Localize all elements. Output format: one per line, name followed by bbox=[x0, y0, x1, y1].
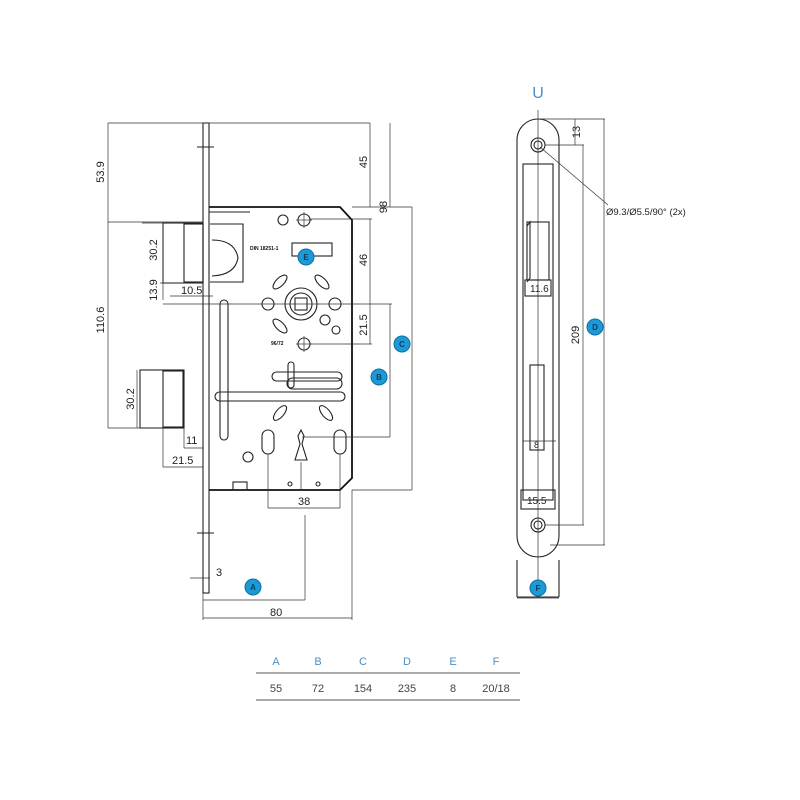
dim-38: 38 bbox=[298, 496, 310, 508]
lock-body bbox=[209, 206, 353, 491]
dim-45: 45 bbox=[358, 156, 370, 168]
dim-13-9: 13.9 bbox=[148, 279, 160, 300]
marker-b: B bbox=[370, 368, 388, 386]
dim-21-5-right: 21.5 bbox=[358, 314, 370, 335]
marker-f: F bbox=[529, 579, 547, 597]
dim-11: 11 bbox=[186, 435, 197, 447]
table-header-e: E bbox=[449, 656, 456, 668]
svg-text:B: B bbox=[376, 373, 382, 382]
faceplate bbox=[202, 122, 210, 594]
table-value-b: 72 bbox=[312, 683, 324, 695]
front-view: DIN 18251-1 96/72 53.9 110.6 45 98 bbox=[95, 122, 413, 620]
dim-15-5: 15.5 bbox=[527, 496, 547, 507]
dim-11-6: 11.6 bbox=[530, 284, 549, 295]
latch-bolt bbox=[162, 222, 204, 284]
table-value-f: 20/18 bbox=[482, 683, 510, 695]
table-header-b: B bbox=[314, 656, 321, 668]
table-header-f: F bbox=[493, 656, 500, 668]
dim-3: 3 bbox=[216, 567, 222, 579]
side-view: U 11.6 8 15.5 13 209 Ø9.3/Ø5.5/90° (2x) … bbox=[516, 85, 686, 599]
din-note: DIN 18251-1 bbox=[250, 246, 279, 252]
table-header-c: C bbox=[359, 656, 367, 668]
bolt-opening bbox=[529, 364, 545, 451]
table-header-a: A bbox=[272, 656, 280, 668]
dim-30-2-bolt: 30.2 bbox=[125, 388, 137, 409]
svg-text:C: C bbox=[399, 340, 405, 349]
dim-30-2-latch: 30.2 bbox=[148, 239, 160, 260]
svg-text:E: E bbox=[303, 253, 309, 262]
marker-c: C bbox=[393, 335, 411, 353]
table-value-e: 8 bbox=[450, 683, 456, 695]
svg-text:F: F bbox=[536, 584, 541, 593]
keyhole bbox=[294, 428, 308, 461]
table-value-d: 235 bbox=[398, 683, 416, 695]
dim-80: 80 bbox=[270, 607, 282, 619]
svg-text:A: A bbox=[250, 583, 256, 592]
svg-text:D: D bbox=[592, 323, 598, 332]
dim-8: 8 bbox=[534, 440, 539, 450]
dim-53-9: 53.9 bbox=[95, 161, 107, 182]
dimensions-table: A B C D E F 55 72 154 235 8 20/18 bbox=[256, 656, 520, 701]
spindle-note: 96/72 bbox=[271, 341, 284, 347]
marker-e: E bbox=[297, 248, 315, 266]
marker-d: D bbox=[586, 318, 604, 336]
dead-bolt bbox=[139, 369, 185, 429]
side-view-title: U bbox=[532, 85, 544, 102]
dim-110-6: 110.6 bbox=[95, 307, 107, 334]
dim-10-5: 10.5 bbox=[181, 285, 202, 297]
dim-21-5-bolt: 21.5 bbox=[172, 455, 193, 467]
dim-13: 13 bbox=[571, 126, 583, 138]
table-value-a: 55 bbox=[270, 683, 282, 695]
dim-209: 209 bbox=[570, 326, 582, 344]
table-header-d: D bbox=[403, 656, 411, 668]
hole-note: Ø9.3/Ø5.5/90° (2x) bbox=[606, 207, 686, 218]
marker-a: A bbox=[244, 578, 262, 596]
table-value-c: 154 bbox=[354, 683, 372, 695]
dim-46: 46 bbox=[358, 254, 370, 266]
